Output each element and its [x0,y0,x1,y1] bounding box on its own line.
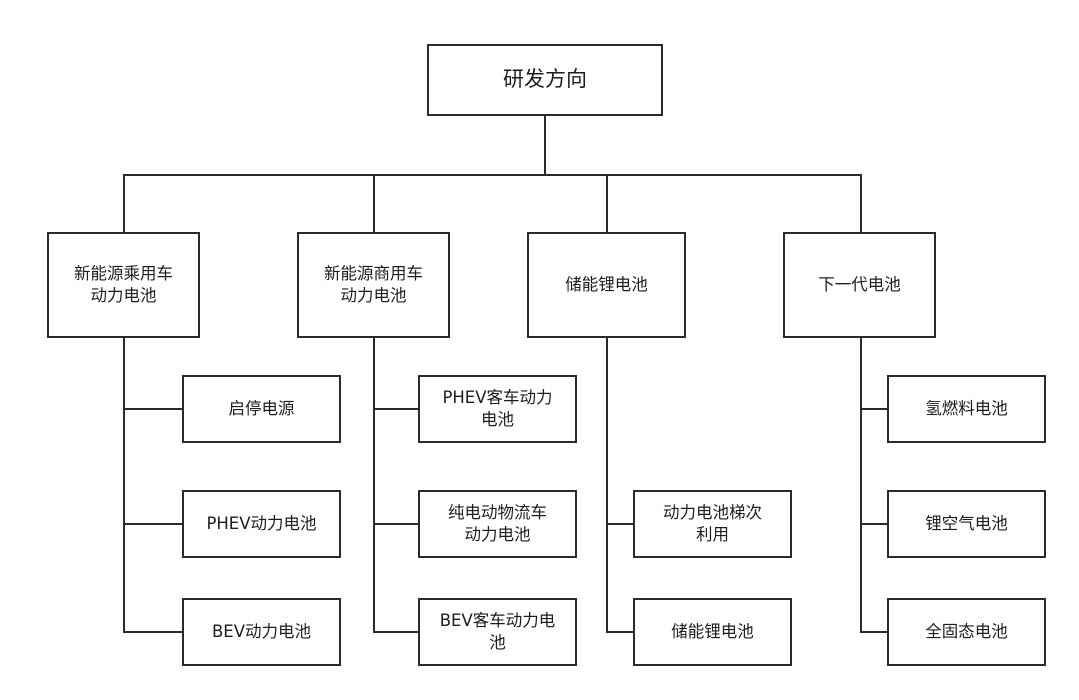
node-branch-2[interactable]: 新能源商用车 动力电池 [297,232,450,338]
connector-branch-2-spine [373,338,375,633]
node-branch-2-child-1[interactable]: PHEV客车动力 电池 [418,375,577,443]
node-branch-3-child-2[interactable]: 储能锂电池 [633,598,792,666]
node-branch-4-child-2[interactable]: 锂空气电池 [887,490,1046,558]
node-root[interactable]: 研发方向 [427,44,663,116]
node-root-label: 研发方向 [503,67,587,92]
connector-branch-1-child-3 [123,631,183,633]
node-branch-1-child-3-label: BEV动力电池 [211,622,312,642]
node-branch-4-child-3-label: 全固态电池 [925,622,1008,642]
node-branch-1-child-2-label: PHEV动力电池 [206,514,317,534]
node-branch-4-child-1-label: 氢燃料电池 [925,399,1008,419]
node-branch-3-label: 储能锂电池 [565,275,648,295]
connector-level2-bus [123,174,862,176]
connector-branch-2-child-2 [373,523,419,525]
connector-branch-4-drop [860,174,862,233]
connector-branch-2-child-1 [373,408,419,410]
node-branch-2-child-2[interactable]: 纯电动物流车 动力电池 [418,490,577,558]
node-branch-3[interactable]: 储能锂电池 [527,232,686,338]
connector-branch-4-child-1 [860,408,888,410]
connector-root-stem [544,116,546,175]
connector-branch-3-spine [606,338,608,633]
node-branch-1-child-1[interactable]: 启停电源 [182,375,341,443]
connector-branch-2-drop [373,174,375,233]
node-branch-4-label: 下一代电池 [818,275,901,295]
node-branch-3-child-2-label: 储能锂电池 [671,622,754,642]
node-branch-1-child-1-label: 启停电源 [228,399,295,419]
connector-branch-3-drop [606,174,608,233]
node-branch-4[interactable]: 下一代电池 [783,232,936,338]
node-branch-1-child-2[interactable]: PHEV动力电池 [182,490,341,558]
node-branch-2-child-1-label: PHEV客车动力 电池 [442,388,553,429]
node-branch-2-child-2-label: 纯电动物流车 动力电池 [448,503,547,544]
node-branch-4-child-3[interactable]: 全固态电池 [887,598,1046,666]
node-branch-4-child-1[interactable]: 氢燃料电池 [887,375,1046,443]
node-branch-4-child-2-label: 锂空气电池 [925,514,1008,534]
connector-branch-4-child-2 [860,523,888,525]
node-branch-1[interactable]: 新能源乘用车 动力电池 [47,232,200,338]
node-branch-1-child-3[interactable]: BEV动力电池 [182,598,341,666]
connector-branch-4-child-3 [860,631,888,633]
node-branch-3-child-1-label: 动力电池梯次 利用 [663,503,762,544]
connector-branch-4-spine [860,338,862,633]
connector-branch-1-child-1 [123,408,183,410]
connector-branch-1-drop [123,174,125,233]
connector-branch-3-child-2 [606,631,634,633]
connector-branch-1-child-2 [123,523,183,525]
connector-branch-1-spine [123,338,125,633]
node-branch-3-child-1[interactable]: 动力电池梯次 利用 [633,490,792,558]
node-branch-2-child-3-label: BEV客车动力电 池 [439,611,556,652]
connector-branch-3-child-1 [606,523,634,525]
node-branch-2-child-3[interactable]: BEV客车动力电 池 [418,598,577,666]
node-branch-1-label: 新能源乘用车 动力电池 [74,264,173,305]
connector-branch-2-child-3 [373,631,419,633]
node-branch-2-label: 新能源商用车 动力电池 [324,264,423,305]
